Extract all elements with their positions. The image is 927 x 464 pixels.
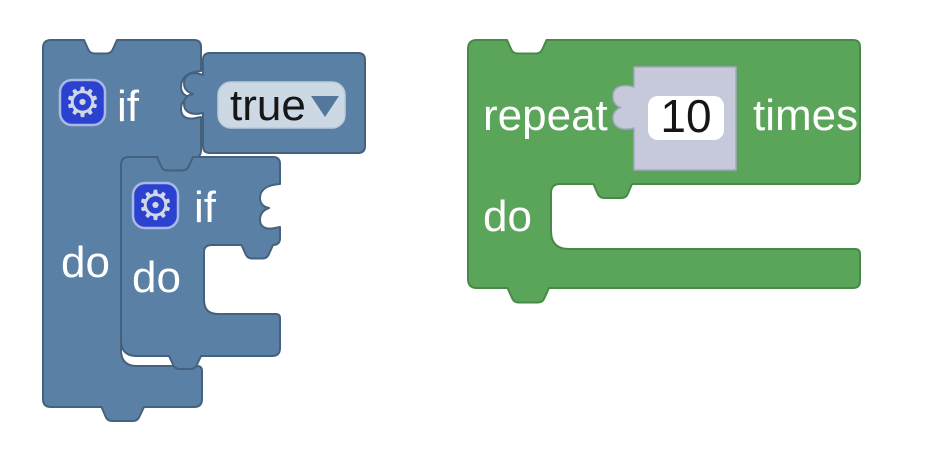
- outer-do-label: do: [61, 238, 110, 287]
- repeat-block-group: repeat times do 10: [467, 39, 861, 304]
- outer-if-block-group: if do ⚙: [42, 39, 203, 422]
- dropdown-arrow-icon: [311, 96, 339, 117]
- repeat-block[interactable]: [467, 39, 861, 304]
- number-field[interactable]: 10: [648, 90, 724, 142]
- outer-if-label: if: [117, 82, 140, 131]
- times-label: times: [753, 91, 858, 140]
- number-field-value: 10: [660, 90, 711, 142]
- gear-icon: ⚙: [64, 79, 101, 127]
- true-dropdown-field[interactable]: true: [217, 81, 346, 130]
- true-dropdown-value: true: [230, 81, 306, 130]
- repeat-label: repeat: [483, 91, 608, 140]
- outer-mutator-badge[interactable]: ⚙: [58, 79, 107, 127]
- nested-if-block-group: if do ⚙: [120, 156, 281, 370]
- nested-do-label: do: [132, 253, 181, 302]
- nested-if-label: if: [194, 183, 217, 232]
- gear-icon: ⚙: [137, 182, 174, 230]
- nested-mutator-badge[interactable]: ⚙: [131, 182, 180, 230]
- number-shadow-block-group: 10: [612, 66, 737, 171]
- boolean-true-block-group: true: [183, 52, 366, 154]
- repeat-do-label: do: [483, 192, 532, 241]
